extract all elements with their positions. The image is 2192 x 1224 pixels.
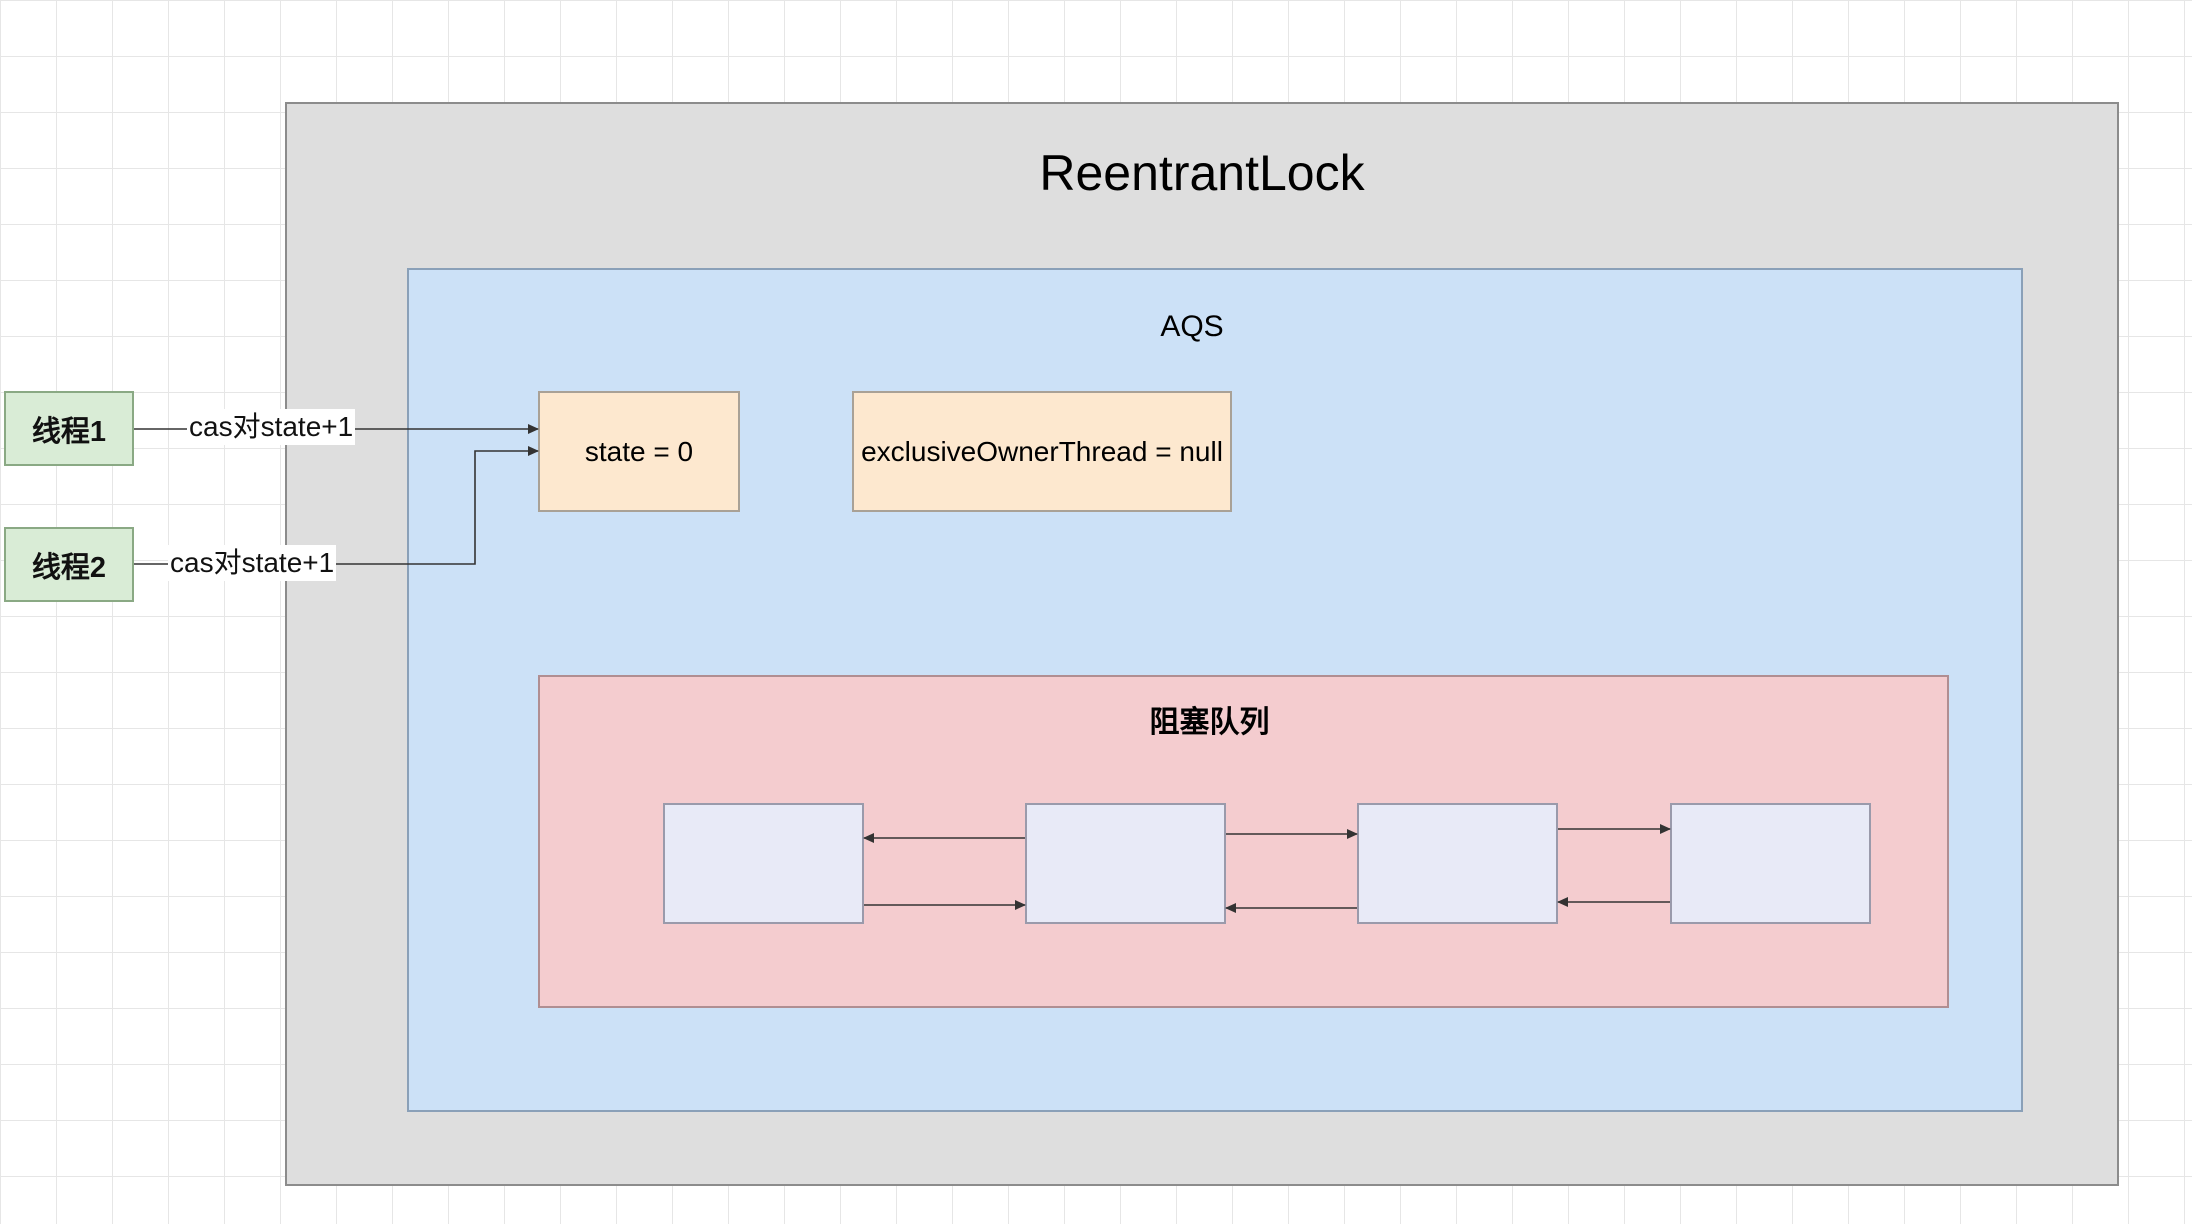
queue-node — [1670, 803, 1871, 924]
thread-2-label: 线程2 — [31, 551, 107, 584]
exclusive-owner-thread-label: exclusiveOwnerThread = null — [861, 435, 1223, 467]
aqs-title: AQS — [1160, 310, 1224, 343]
reentrantlock-title: ReentrantLock — [1039, 145, 1365, 201]
thread-1-label: 线程1 — [31, 415, 107, 448]
queue-node — [1357, 803, 1558, 924]
thread-2-edge-label: cas对state+1 — [168, 545, 337, 581]
thread-2: 线程2 — [4, 527, 134, 602]
exclusive-owner-thread-field: exclusiveOwnerThread = null — [852, 391, 1232, 512]
queue-node — [663, 803, 864, 924]
state-label: state = 0 — [584, 435, 694, 467]
queue-node — [1025, 803, 1226, 924]
blocking-queue-title: 阻塞队列 — [1149, 706, 1270, 739]
state-field: state = 0 — [538, 391, 740, 512]
thread-1: 线程1 — [4, 391, 134, 466]
thread-1-edge-label: cas对state+1 — [187, 409, 356, 445]
